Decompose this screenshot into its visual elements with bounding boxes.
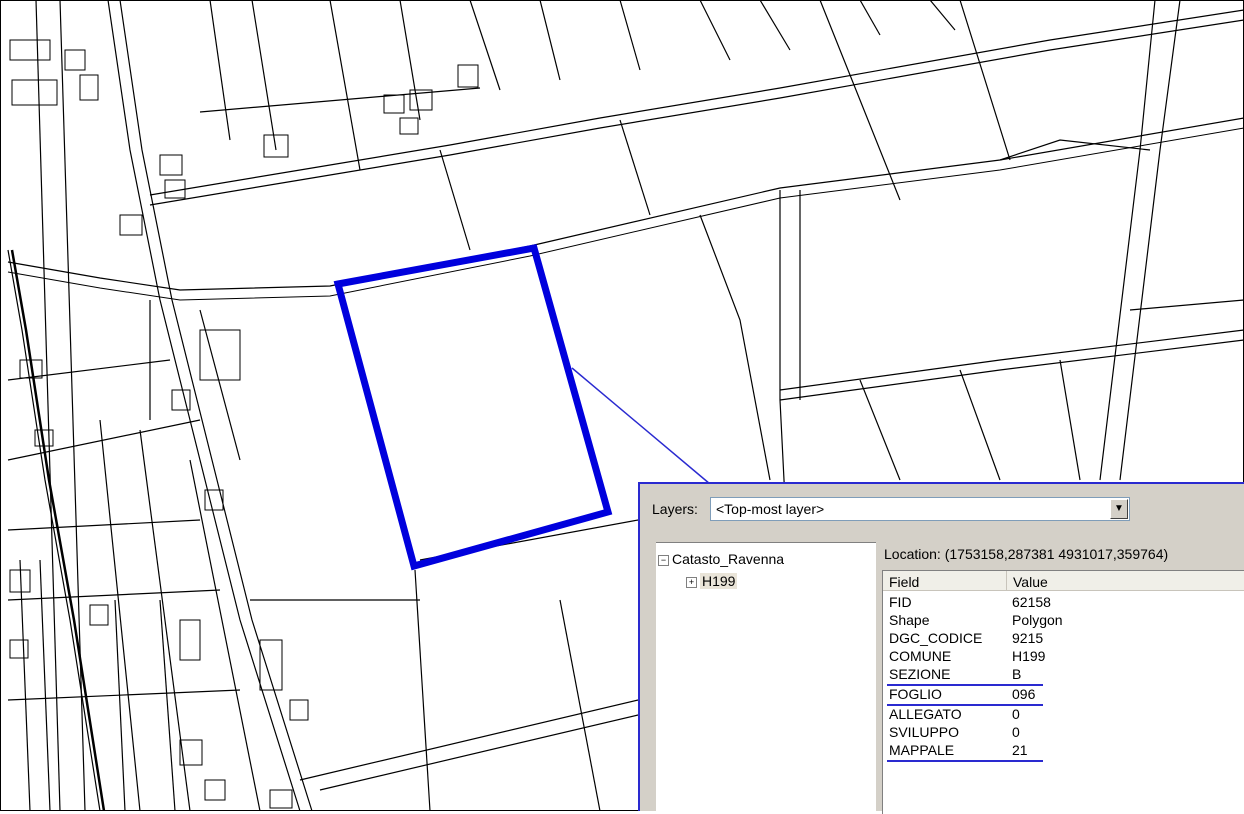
tree-root-label: Catasto_Ravenna <box>672 551 785 567</box>
expand-icon[interactable]: + <box>686 577 697 588</box>
identify-panel: Layers: <Top-most layer> ▼ −Catasto_Rave… <box>638 482 1244 814</box>
selected-parcel <box>333 243 613 571</box>
value-cell: B <box>1012 666 1022 682</box>
value-cell: 0 <box>1012 724 1020 740</box>
tree-child-label: H199 <box>700 573 738 589</box>
row-underline <box>887 760 1043 762</box>
layers-dropdown[interactable]: <Top-most layer> ▼ <box>710 497 1130 521</box>
grid-header: Field Value <box>883 571 1244 593</box>
row-underline <box>887 684 1043 686</box>
chevron-down-icon[interactable]: ▼ <box>1110 499 1128 519</box>
field-cell: DGC_CODICE <box>889 630 983 646</box>
tree-node-root[interactable]: −Catasto_Ravenna <box>658 551 784 567</box>
layers-selected-value: <Top-most layer> <box>716 501 825 517</box>
field-cell: MAPPALE <box>889 742 955 758</box>
value-cell: 21 <box>1012 742 1028 758</box>
column-header-field[interactable]: Field <box>883 571 1007 591</box>
column-header-value[interactable]: Value <box>1007 571 1244 591</box>
field-cell: SEZIONE <box>889 666 951 682</box>
field-cell: COMUNE <box>889 648 952 664</box>
value-cell: 62158 <box>1012 594 1051 610</box>
value-cell: Polygon <box>1012 612 1063 628</box>
value-cell: H199 <box>1012 648 1046 664</box>
value-cell: 9215 <box>1012 630 1044 646</box>
field-cell: SVILUPPO <box>889 724 960 740</box>
row-underline <box>887 704 1043 706</box>
field-cell: FOGLIO <box>889 686 942 702</box>
attributes-grid: Field Value FID 62158 Shape Polygon DGC_… <box>882 570 1244 814</box>
layer-tree: −Catasto_Ravenna +H199 <box>656 542 876 814</box>
tree-node-child[interactable]: +H199 <box>686 573 738 589</box>
value-cell: 0 <box>1012 706 1020 722</box>
location-readout: Location: (1753158,287381 4931017,359764… <box>884 546 1169 562</box>
field-cell: ALLEGATO <box>889 706 962 722</box>
field-cell: Shape <box>889 612 930 628</box>
layers-label: Layers: <box>652 501 698 517</box>
collapse-icon[interactable]: − <box>658 555 669 566</box>
field-cell: FID <box>889 594 912 610</box>
value-cell: 096 <box>1012 686 1036 702</box>
